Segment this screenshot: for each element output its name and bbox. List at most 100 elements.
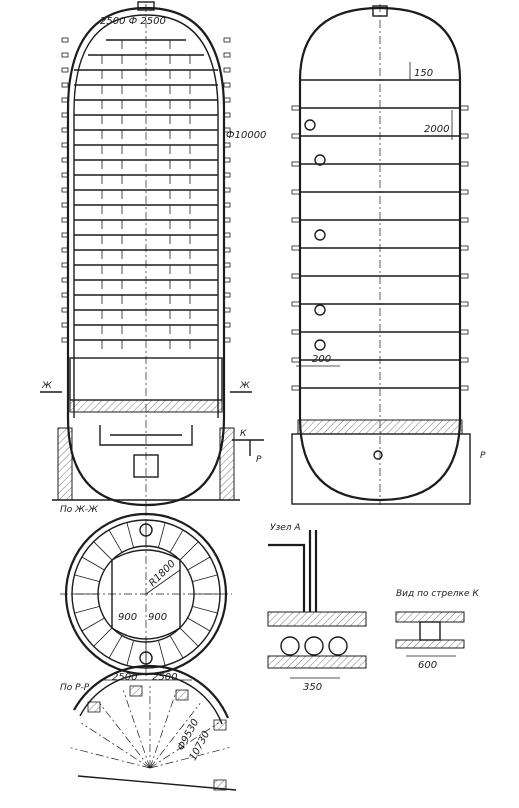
- section-mark-r-left: Р: [256, 455, 262, 465]
- zh-bottom-manhole: [139, 651, 153, 665]
- left-nozzle-stub: [61, 142, 69, 148]
- left-nozzle-stub: [61, 157, 69, 163]
- right-foundation: [291, 433, 471, 505]
- zh-beam: [126, 640, 134, 666]
- left-top-dim: 2500 Ф 2500: [100, 16, 166, 27]
- rr-support-block: [213, 719, 227, 731]
- zh-beam: [169, 529, 184, 553]
- right-manhole: [304, 119, 316, 131]
- section-rr-partial: [70, 664, 237, 791]
- zh-beam: [158, 522, 166, 548]
- right-ring-lug: [291, 189, 301, 195]
- rr-ray: [123, 690, 151, 769]
- right-manhole: [314, 339, 326, 351]
- zh-beam: [81, 556, 105, 571]
- right-ring-lug: [291, 385, 301, 391]
- right-ring-lug: [291, 105, 301, 111]
- right-manhole: [314, 304, 326, 316]
- node-a-shell-wall: [268, 530, 318, 612]
- left-nozzle-stub: [223, 307, 231, 313]
- left-nozzle-stub: [61, 52, 69, 58]
- right-ring-lug: [459, 189, 469, 195]
- zh-beam: [93, 541, 113, 561]
- left-vessel-section: [40, 1, 264, 510]
- right-ring-lug: [459, 385, 469, 391]
- right-ring-lug: [459, 301, 469, 307]
- right-dim-2000: 2000: [424, 124, 449, 135]
- left-nozzle-stub: [61, 217, 69, 223]
- left-vessel-outline: [66, 6, 226, 507]
- section-mark-k: К: [240, 429, 247, 439]
- left-nozzle-stub: [61, 187, 69, 193]
- right-dim-200: 200: [312, 354, 331, 365]
- view-k-dim-600: 600: [418, 660, 437, 671]
- right-ring-lug: [459, 357, 469, 363]
- zh-beam: [126, 522, 134, 548]
- left-nozzle-stub: [223, 97, 231, 103]
- zh-beam: [169, 635, 184, 659]
- zh-beam: [108, 529, 123, 553]
- zh-radius-label: R1800: [147, 558, 178, 589]
- left-bottom-sump: [133, 454, 159, 478]
- rr-ray: [99, 703, 151, 769]
- zh-dim-900-left: 900: [118, 612, 137, 623]
- right-vessel-outline: [298, 6, 462, 502]
- zh-beam: [179, 627, 199, 647]
- rr-support-block: [175, 689, 189, 701]
- left-nozzle-stub: [223, 232, 231, 238]
- left-nozzle-stub: [223, 67, 231, 73]
- zh-beam: [158, 640, 166, 666]
- left-nozzle-stub: [223, 277, 231, 283]
- left-nozzle-stub: [61, 262, 69, 268]
- right-ring-lug: [291, 161, 301, 167]
- left-nozzle-stub: [61, 67, 69, 73]
- zh-beam: [179, 541, 199, 561]
- right-ring-lug: [291, 301, 301, 307]
- left-nozzle-stub: [223, 112, 231, 118]
- right-ring-lug: [459, 133, 469, 139]
- section-rr-title: По Р-Р: [60, 683, 90, 693]
- left-nozzle-stub: [223, 217, 231, 223]
- right-ring-lug: [459, 245, 469, 251]
- right-ring-lug: [291, 329, 301, 335]
- node-a-roller: [328, 636, 348, 656]
- left-nozzle-stub: [61, 112, 69, 118]
- rr-ray: [81, 722, 151, 769]
- node-a-base-plate: [267, 655, 367, 669]
- rr-ray: [149, 690, 177, 769]
- right-ring-lug: [459, 161, 469, 167]
- right-ring-lug: [291, 357, 301, 363]
- right-ring-lug: [459, 273, 469, 279]
- left-nozzle-stub: [61, 247, 69, 253]
- right-vessel-elevation: [291, 4, 471, 505]
- left-nozzle-stub: [61, 202, 69, 208]
- left-lower-distributor: [99, 425, 193, 446]
- section-zh-plan: [60, 508, 232, 681]
- view-k-bottom-plate: [395, 639, 465, 649]
- rr-inner-arc: [79, 673, 223, 725]
- left-nozzle-stub: [223, 172, 231, 178]
- rr-support-block: [87, 701, 101, 713]
- node-a-bearing-plate: [267, 611, 367, 627]
- section-mark-zh-left: Ж: [41, 381, 52, 391]
- zh-beam: [74, 574, 100, 582]
- rr-support-block: [213, 779, 227, 791]
- left-nozzle-stub: [61, 307, 69, 313]
- rr-ray: [149, 747, 230, 769]
- zh-dim-900-right: 900: [148, 612, 167, 623]
- right-ring-lug: [459, 329, 469, 335]
- right-top-nozzle: [372, 5, 388, 17]
- section-mark-zh-right: Ж: [239, 381, 250, 391]
- left-support-left: [57, 427, 73, 501]
- left-nozzle-stub: [223, 262, 231, 268]
- left-nozzle-stub: [223, 157, 231, 163]
- zh-top-manhole: [139, 523, 153, 537]
- left-nozzle-stub: [61, 337, 69, 343]
- zh-central-downcomer: [111, 549, 181, 640]
- left-support-right: [219, 427, 235, 501]
- node-a-detail: [267, 530, 367, 679]
- node-a-roller: [304, 636, 324, 656]
- rr-cut-line: [77, 775, 237, 791]
- right-ring-lug: [459, 105, 469, 111]
